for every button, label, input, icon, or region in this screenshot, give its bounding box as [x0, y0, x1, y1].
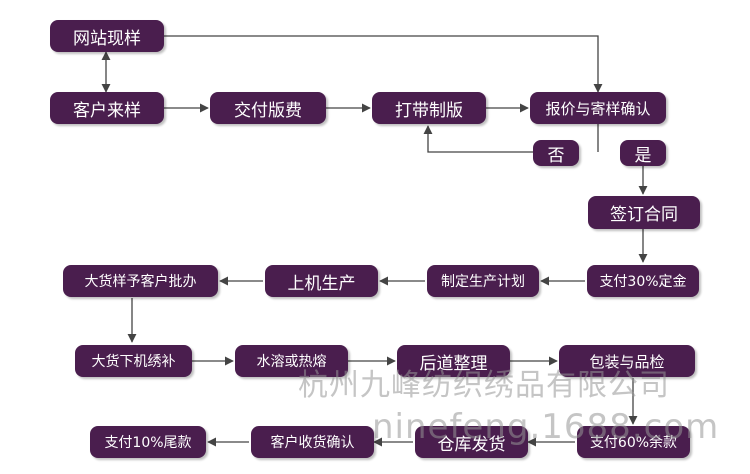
- node-bulk-embroider: 大货下机绣补: [75, 345, 192, 377]
- node-make-plate: 打带制版: [372, 92, 486, 124]
- node-pack-inspect: 包装与品检: [559, 345, 695, 377]
- edge-website-quote: [164, 35, 603, 93]
- node-sign-contract: 签订合同: [588, 196, 700, 229]
- node-machine: 上机生产: [265, 265, 378, 297]
- node-quote-confirm: 报价与寄样确认: [530, 92, 666, 124]
- edge-no-plate: [423, 125, 533, 153]
- node-deposit: 支付30%定金: [587, 265, 699, 297]
- node-final-payment: 支付10%尾款: [90, 426, 206, 458]
- node-website-sample: 网站现样: [50, 20, 164, 52]
- watermark-site: ninefeng.1688.com: [372, 407, 720, 447]
- node-customer-sample: 客户来样: [50, 92, 164, 124]
- node-plan: 制定生产计划: [427, 265, 539, 297]
- node-plate-fee: 交付版费: [210, 92, 326, 124]
- watermark-company: 杭州九峰纺织绣品有限公司: [298, 368, 670, 403]
- node-bulk-approve: 大货样予客户批办: [63, 265, 218, 297]
- node-balance: 支付60%余款: [577, 426, 690, 458]
- node-yes: 是: [620, 140, 666, 166]
- node-ship: 仓库发货: [415, 426, 528, 458]
- node-finishing: 后道整理: [397, 345, 510, 377]
- node-no: 否: [533, 140, 579, 166]
- node-dissolve: 水溶或热熔: [235, 345, 348, 377]
- node-receive: 客户收货确认: [251, 426, 374, 458]
